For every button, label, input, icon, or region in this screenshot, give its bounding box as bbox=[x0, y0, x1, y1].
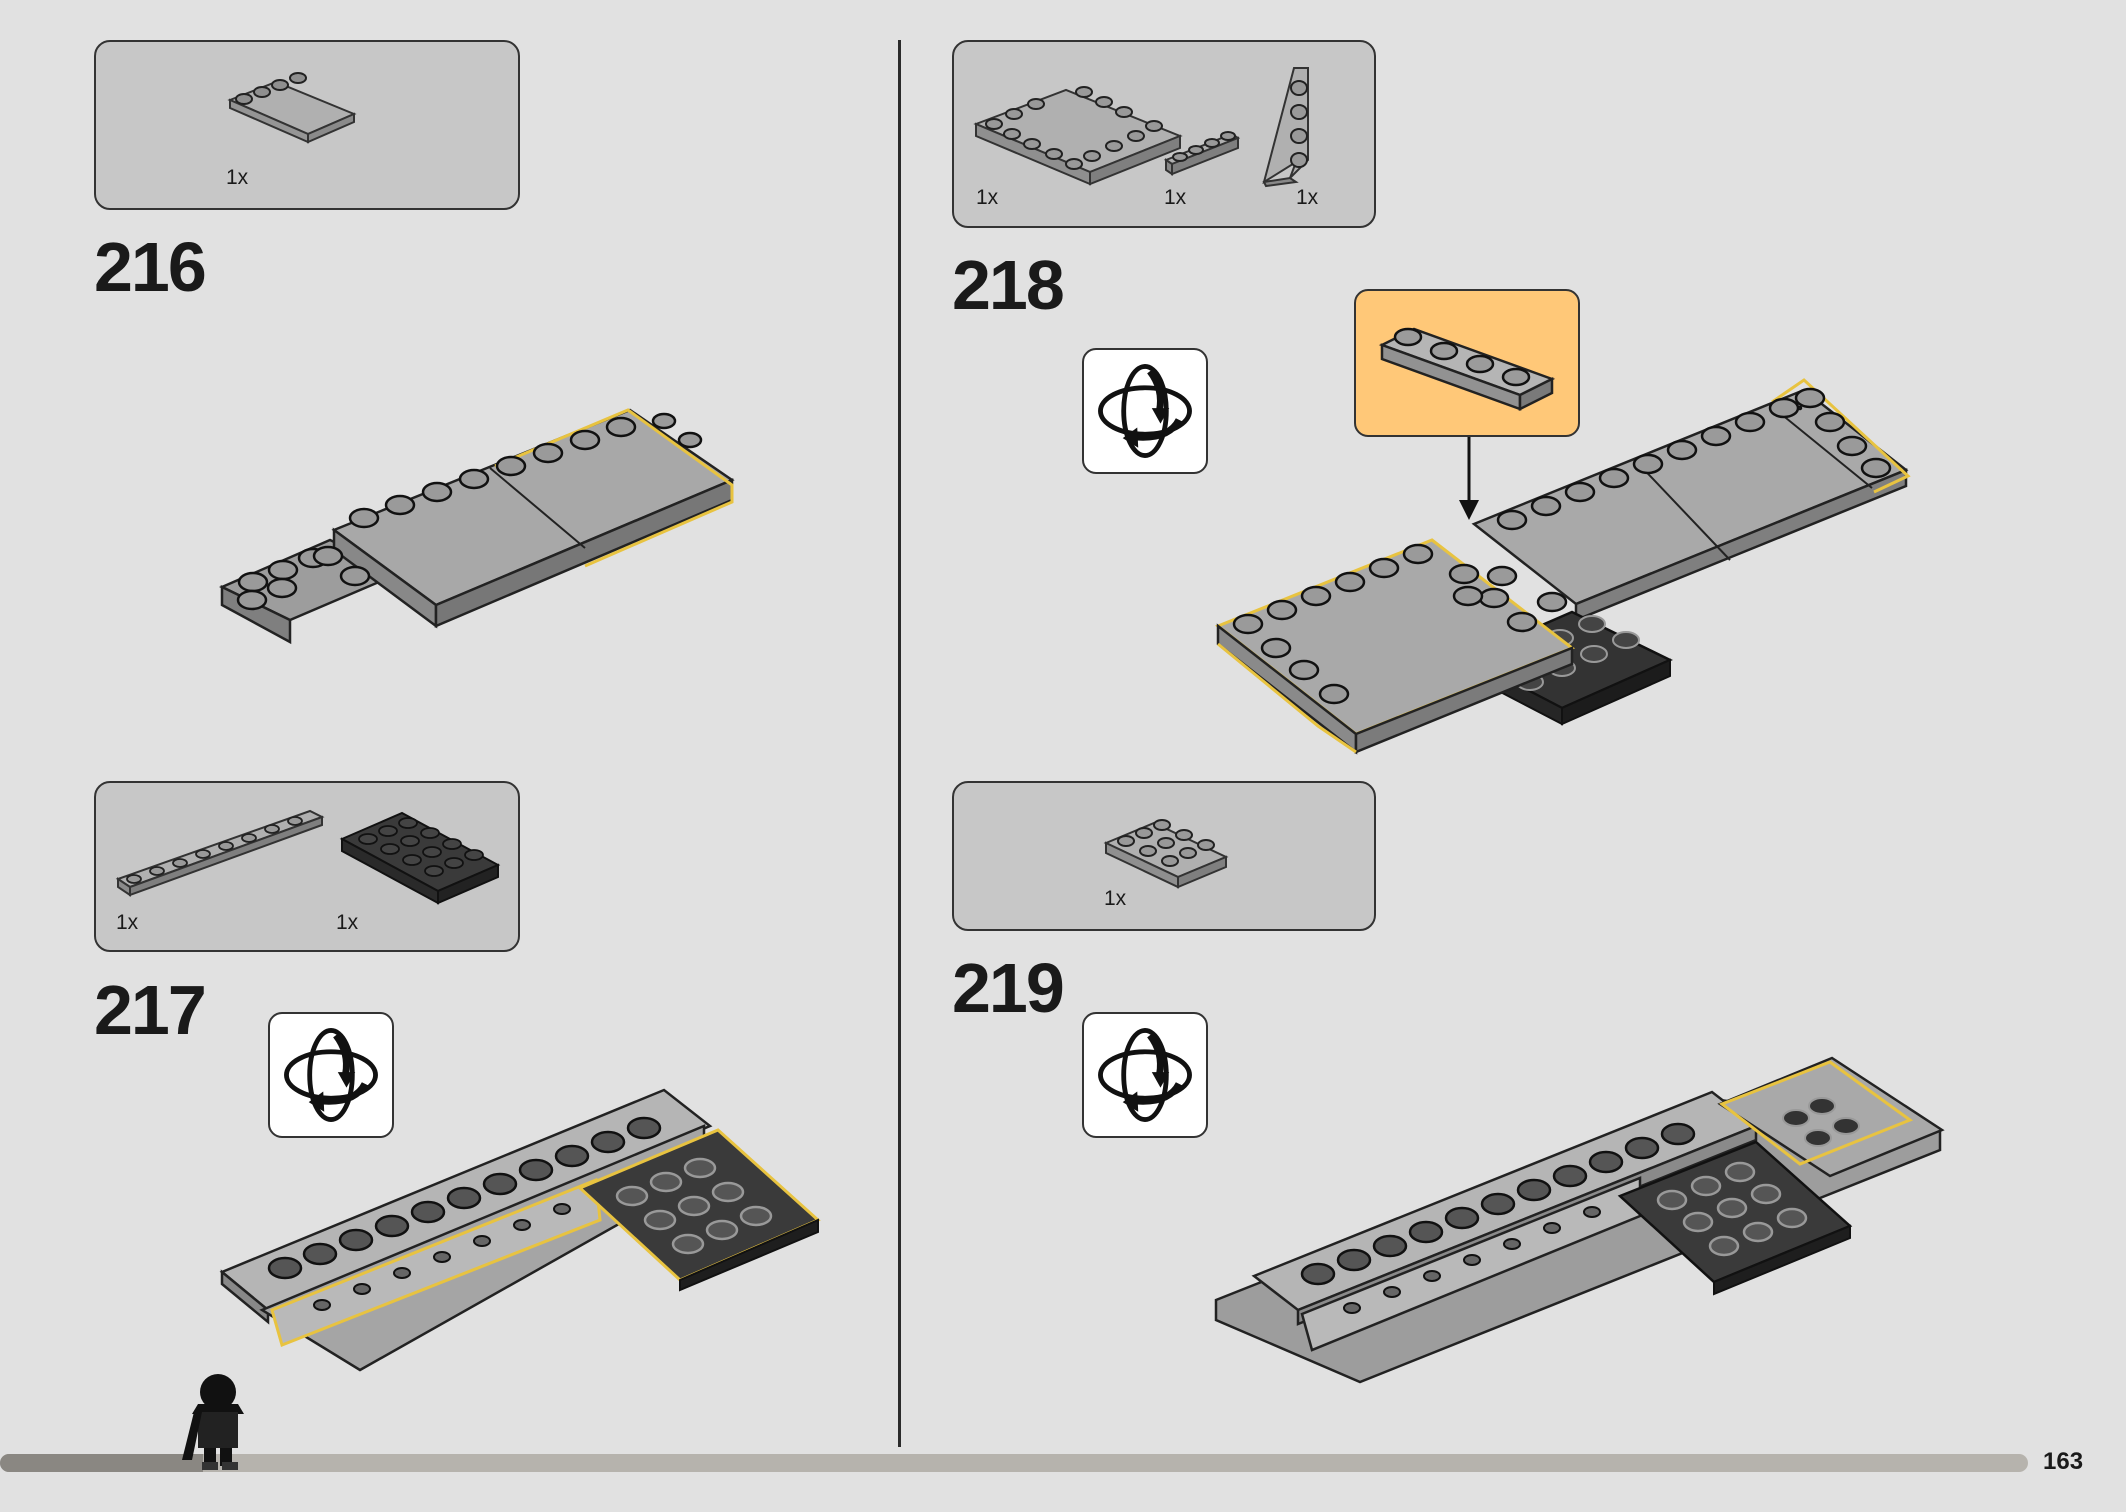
progress-track bbox=[0, 1454, 2028, 1472]
part-qty: 1x bbox=[1164, 186, 1187, 209]
rotate-model-box-218 bbox=[1082, 348, 1208, 474]
part-qty: 1x bbox=[976, 186, 999, 209]
page-number: 163 bbox=[2043, 1448, 2084, 1475]
callout-box-218 bbox=[1354, 289, 1580, 437]
parts-box-218: 1x 1x 1x bbox=[952, 40, 1376, 228]
progress-fill bbox=[0, 1454, 203, 1472]
parts-box-219: 1x bbox=[952, 781, 1376, 931]
part-qty: 1x bbox=[116, 911, 139, 934]
part-plate-3x3-icon bbox=[1103, 819, 1229, 889]
rotate-model-box-217 bbox=[268, 1012, 394, 1138]
rotate-icon bbox=[284, 1028, 378, 1122]
step-number-217: 217 bbox=[94, 971, 207, 1049]
part-qty: 1x bbox=[336, 911, 359, 934]
step-number-216: 216 bbox=[94, 228, 207, 306]
assembly-216 bbox=[219, 408, 735, 645]
part-plates-217-icon bbox=[115, 809, 501, 905]
assembly-217 bbox=[219, 1088, 821, 1372]
rotate-model-box-219 bbox=[1082, 1012, 1208, 1138]
rotate-icon bbox=[1098, 364, 1192, 458]
parts-box-216: 1x bbox=[94, 40, 520, 210]
step-number-219: 219 bbox=[952, 949, 1065, 1027]
part-plates-218-icon bbox=[973, 67, 1309, 188]
part-qty: 1x bbox=[226, 166, 249, 189]
part-tile-4x4-icon bbox=[227, 72, 357, 144]
part-qty: 1x bbox=[1296, 186, 1319, 209]
darth-vader-minifig-icon bbox=[182, 1374, 244, 1470]
assembly-218 bbox=[1215, 378, 1911, 755]
page-divider bbox=[898, 40, 901, 1447]
assembly-219 bbox=[1214, 1056, 1945, 1384]
rotate-icon bbox=[1098, 1028, 1192, 1122]
callout-plate-icon bbox=[1378, 327, 1556, 412]
part-qty: 1x bbox=[1104, 887, 1127, 910]
step-number-218: 218 bbox=[952, 246, 1065, 324]
parts-box-217: 1x 1x bbox=[94, 781, 520, 952]
